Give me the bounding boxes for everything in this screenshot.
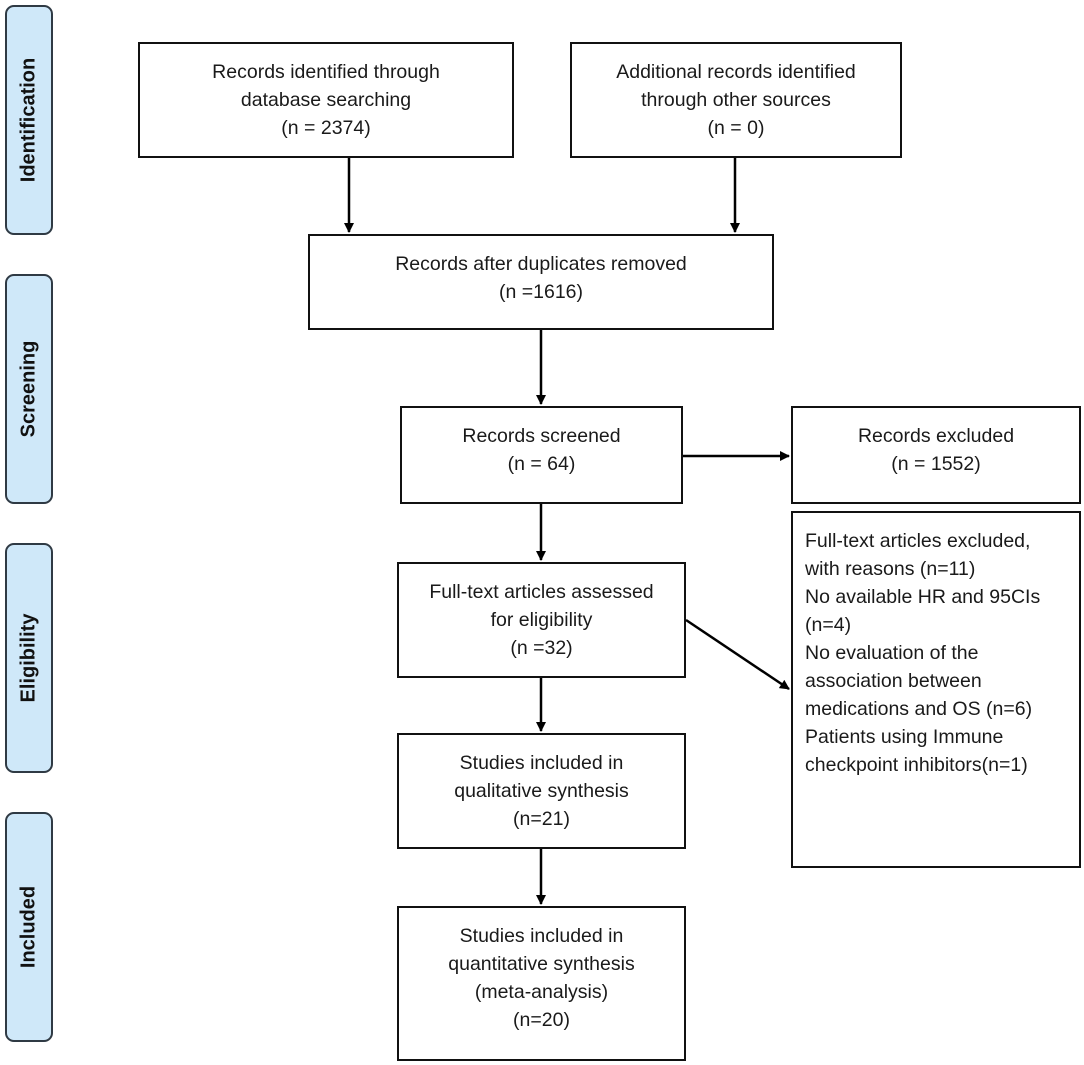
phase-eligibility: Eligibility [5,543,53,773]
box-screened-line: (n = 64) [507,453,576,475]
box-other-sources: Additional records identified through ot… [570,42,902,158]
box-other-sources-line: Additional records identified [616,61,856,83]
box-duplicates-removed-line: (n =1616) [498,281,584,303]
box-screened: Records screened (n = 64) [400,406,683,504]
box-fulltext-excluded-line: association between [805,670,982,692]
box-fulltext-excluded-line: Patients using Immune [805,726,1004,748]
box-duplicates-removed: Records after duplicates removed (n =161… [308,234,774,330]
box-fulltext-excluded-line: No available HR and 95CIs [805,586,1041,608]
arrow-fulltext-to-fulltext-excluded [685,618,790,691]
box-screened-line: Records screened [462,425,621,447]
box-fulltext-excluded-line: Full-text articles excluded, [805,530,1031,552]
box-fulltext-excluded-line: with reasons (n=11) [805,558,976,580]
phase-identification: Identification [5,5,53,235]
box-fulltext-excluded-line: No evaluation of the [805,642,979,664]
box-qualitative-synthesis-line: qualitative synthesis [454,780,629,802]
box-qualitative-synthesis: Studies included in qualitative synthesi… [397,733,686,849]
box-qualitative-synthesis-line: Studies included in [459,752,624,774]
box-fulltext-assessed-line: (n =32) [510,637,573,659]
box-duplicates-removed-line: Records after duplicates removed [395,253,687,275]
box-fulltext-assessed-line: Full-text articles assessed [429,581,654,603]
box-fulltext-excluded-line: (n=4) [805,614,852,636]
box-database-search-line: Records identified through [212,61,440,83]
phase-screening: Screening [5,274,53,504]
box-excluded-line: (n = 1552) [891,453,981,475]
box-database-search-line: database searching [240,89,412,111]
box-other-sources-line: through other sources [641,89,831,111]
box-fulltext-assessed: Full-text articles assessed for eligibil… [397,562,686,678]
box-fulltext-excluded: Full-text articles excluded, with reason… [791,511,1081,868]
box-database-search: Records identified through database sear… [138,42,514,158]
box-quantitative-synthesis: Studies included in quantitative synthes… [397,906,686,1061]
box-quantitative-synthesis-line: (meta-analysis) [474,981,609,1003]
box-excluded-line: Records excluded [857,425,1015,447]
box-quantitative-synthesis-line: (n=20) [513,1009,570,1031]
box-quantitative-synthesis-line: Studies included in [459,925,624,947]
box-fulltext-assessed-line: for eligibility [490,609,593,631]
box-database-search-line: (n = 2374) [281,117,371,139]
box-fulltext-excluded-line: checkpoint inhibitors(n=1) [805,754,1028,776]
box-qualitative-synthesis-line: (n=21) [513,808,570,830]
box-other-sources-line: (n = 0) [707,117,765,139]
box-quantitative-synthesis-line: quantitative synthesis [448,953,635,975]
phase-included: Included [5,812,53,1042]
box-fulltext-excluded-line: medications and OS (n=6) [805,698,1033,720]
box-excluded: Records excluded (n = 1552) [791,406,1081,504]
